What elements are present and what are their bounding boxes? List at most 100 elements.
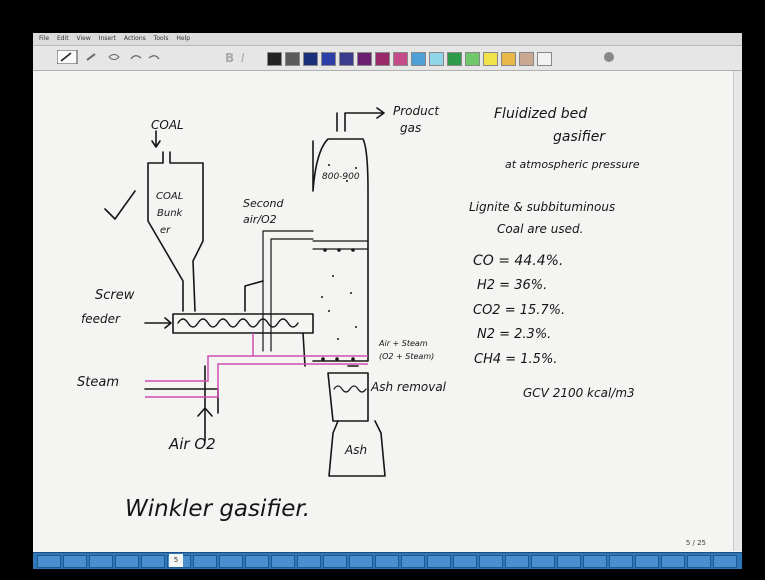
page-thumb[interactable] [219,555,243,568]
color-swatch[interactable] [339,52,354,66]
screw-flight [178,319,298,327]
menu-help[interactable]: Help [176,35,190,42]
redo-icon[interactable] [149,56,159,59]
ash-screw [334,386,366,392]
diagram-title: Winkler gasifier. [125,496,310,522]
color-swatch[interactable] [447,52,462,66]
page-thumb[interactable] [401,555,425,568]
color-swatch[interactable] [321,52,336,66]
feeder-label: feeder [81,312,121,326]
ash-removal-box [328,373,368,421]
air-arrow [198,366,212,441]
toolbar: B I [33,46,742,71]
menu-view[interactable]: View [77,35,91,42]
page-thumb[interactable] [193,555,217,568]
bed-particles [321,164,357,361]
page-thumb[interactable] [115,555,139,568]
color-swatch[interactable] [537,52,552,66]
steam-label: Steam [77,375,119,390]
check-mark [105,191,135,219]
page-thumb[interactable] [375,555,399,568]
bed-temperature: 800-900 [322,172,360,182]
coal-label: COAL [151,118,184,132]
page-count: 5 / 25 [686,539,706,547]
page-thumb[interactable] [713,555,737,568]
color-swatch[interactable] [501,52,516,66]
color-swatch[interactable] [285,52,300,66]
page-thumb[interactable] [531,555,555,568]
heading-line-3: at atmospheric pressure [505,158,640,171]
page-thumb[interactable] [453,555,477,568]
heading-line-1: Fluidized bed [494,106,587,122]
composition-co: CO = 44.4%. [473,253,563,269]
color-swatch[interactable] [303,52,318,66]
secondary-air-label-1: Second [243,197,284,210]
coal-type-line-1: Lignite & subbituminous [469,200,615,214]
eraser-icon[interactable] [87,54,95,60]
page-thumb[interactable] [661,555,685,568]
bunker-right-wall [170,152,203,311]
page-thumb[interactable] [271,555,295,568]
air-o2-label: Air O2 [168,435,216,453]
page-thumb[interactable] [557,555,581,568]
ash-removal-label: Ash removal [370,380,447,394]
page-thumb[interactable] [427,555,451,568]
vertical-scrollbar[interactable] [733,71,742,551]
insert-space-icon[interactable] [601,50,621,64]
italic-icon[interactable]: I [241,51,245,64]
page-thumb[interactable] [297,555,321,568]
feeder-connector [245,281,263,311]
color-swatch[interactable] [411,52,426,66]
page-thumb[interactable] [609,555,633,568]
composition-co2: CO2 = 15.7%. [473,303,565,318]
page-thumb[interactable] [349,555,373,568]
page-thumb[interactable] [63,555,87,568]
feeder-arrow [145,318,171,328]
menu-file[interactable]: File [39,35,49,42]
secondary-air-label-2: air/O2 [243,213,277,226]
bold-icon[interactable]: B [225,51,234,64]
heading-line-2: gasifier [553,129,606,145]
page-thumb[interactable] [37,555,61,568]
color-swatch[interactable] [267,52,282,66]
tool-icons-group [57,50,177,64]
color-swatch[interactable] [483,52,498,66]
menu-tools[interactable]: Tools [154,35,169,42]
o2-steam-label: (O2 + Steam) [379,352,434,361]
screw-label: Screw [95,288,135,303]
menu-bar: File Edit View Insert Actions Tools Help [33,33,742,46]
bunker-label-2: Bunk [157,208,184,219]
gcv-value: GCV 2100 kcal/m3 [523,386,635,400]
page-thumb[interactable] [479,555,503,568]
application-window: File Edit View Insert Actions Tools Help… [33,33,742,569]
bunker-label-1: COAL [156,191,183,202]
page-thumb[interactable] [89,555,113,568]
ink-canvas[interactable]: COAL COAL Bunk er Second air/O2 Product … [33,71,742,549]
page-thumb[interactable] [141,555,165,568]
page-thumb[interactable] [687,555,711,568]
undo-icon[interactable] [131,56,141,59]
composition-n2: N2 = 2.3%. [477,327,551,342]
menu-insert[interactable]: Insert [99,35,116,42]
color-swatch[interactable] [375,52,390,66]
color-swatch[interactable] [465,52,480,66]
product-gas-arrow [345,108,384,131]
lasso-icon[interactable] [109,55,119,60]
color-swatch[interactable] [357,52,372,66]
page-thumb[interactable] [505,555,529,568]
secondary-air-manifold [313,241,368,249]
menu-edit[interactable]: Edit [57,35,69,42]
screw-feeder-body [173,314,313,333]
air-steam-label: Air + Steam [378,339,428,348]
page-thumb[interactable] [245,555,269,568]
menu-actions[interactable]: Actions [124,35,146,42]
color-swatch[interactable] [393,52,408,66]
bunker-label-3: er [160,225,171,236]
color-swatch[interactable] [519,52,534,66]
page-thumb[interactable] [583,555,607,568]
page-navigation-bar[interactable]: 5 [33,552,742,569]
current-page-marker[interactable]: 5 [169,554,183,567]
color-swatch[interactable] [429,52,444,66]
page-thumb[interactable] [635,555,659,568]
page-thumb[interactable] [323,555,347,568]
